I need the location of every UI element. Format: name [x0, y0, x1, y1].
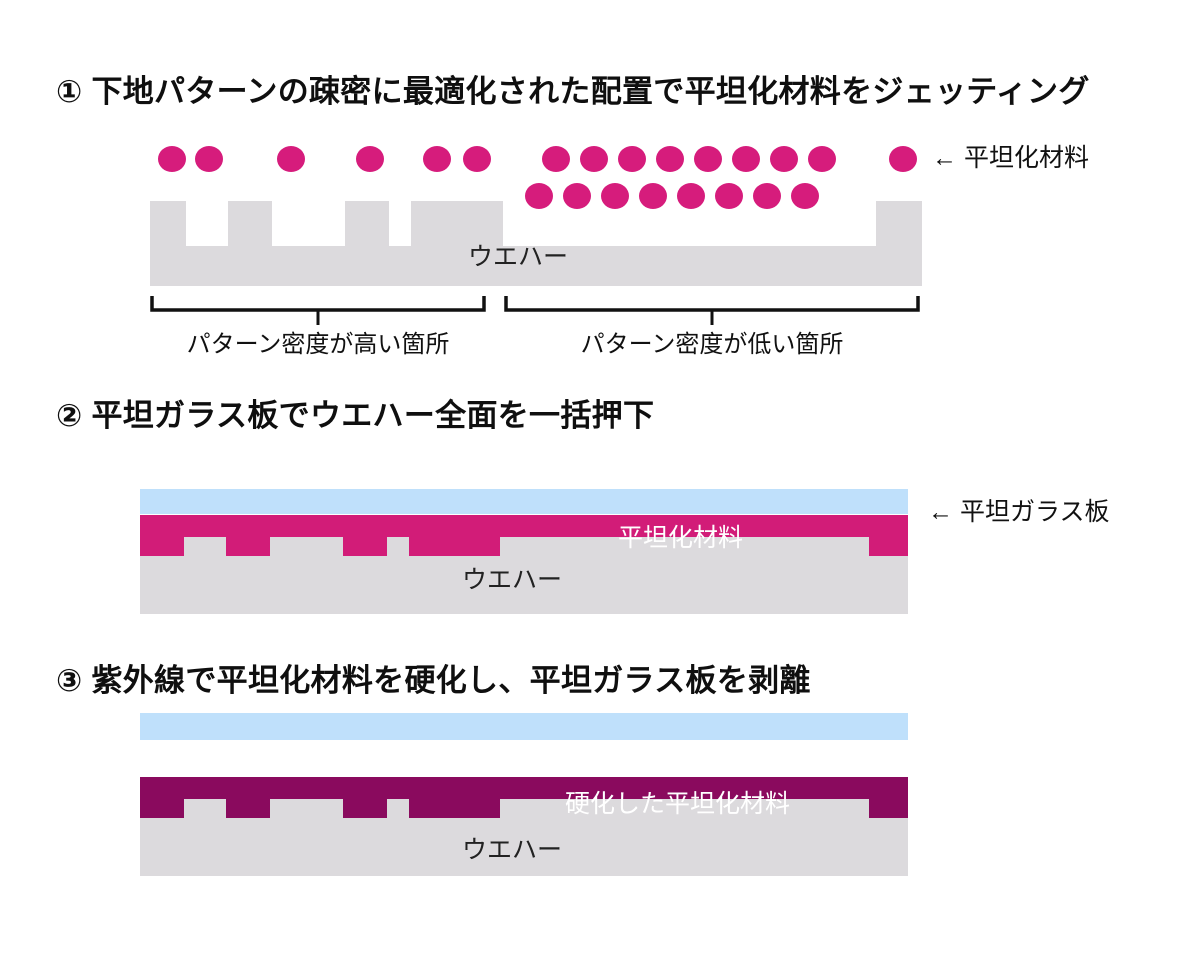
- step-3-heading: ③ 紫外線で平坦化材料を硬化し、平坦ガラス板を剥離: [56, 663, 811, 698]
- step2-wafer-label: ウエハー: [462, 566, 563, 594]
- bracket-right-low-density: [504, 296, 920, 312]
- droplet: [715, 183, 743, 209]
- step1-droplets-dense-row2: [525, 183, 819, 209]
- droplet: [525, 183, 553, 209]
- droplet: [677, 183, 705, 209]
- droplet: [563, 183, 591, 209]
- droplet: [791, 183, 819, 209]
- step1-wafer-label: ウエハー: [468, 243, 569, 271]
- step1-droplets-dense-row1: [542, 146, 836, 172]
- droplet: [618, 146, 646, 172]
- droplet: [195, 146, 223, 172]
- step3-cured-resin-layer: [140, 777, 908, 818]
- droplet: [158, 146, 186, 172]
- droplet: [753, 183, 781, 209]
- step1-material-arrow-label: ← 平坦化材料: [932, 144, 1089, 172]
- droplet: [808, 146, 836, 172]
- droplet: [423, 146, 451, 172]
- step-1-heading: ① 下地パターンの疎密に最適化された配置で平坦化材料をジェッティング: [56, 74, 1090, 109]
- step2-resin-label: 平坦化材料: [618, 524, 744, 552]
- droplet: [580, 146, 608, 172]
- droplet: [277, 146, 305, 172]
- droplet: [732, 146, 760, 172]
- bracket-label-high-density: パターン密度が高い箇所: [186, 331, 450, 358]
- step3-cured-resin-label: 硬化した平坦化材料: [565, 790, 791, 818]
- bracket-left-high-density: [150, 296, 486, 312]
- step1-droplets-sparse: [158, 146, 491, 172]
- droplet: [542, 146, 570, 172]
- droplet: [463, 146, 491, 172]
- droplet: [639, 183, 667, 209]
- step3-wafer-label: ウエハー: [462, 836, 563, 864]
- bracket-label-low-density: パターン密度が低い箇所: [580, 331, 844, 358]
- step2-glass-arrow-label: ← 平坦ガラス板: [928, 498, 1110, 526]
- step3-glass-plate-detached: [140, 713, 908, 740]
- droplet: [356, 146, 384, 172]
- droplet: [694, 146, 722, 172]
- droplet: [601, 183, 629, 209]
- droplet: [656, 146, 684, 172]
- legend-droplet: [889, 146, 917, 172]
- step2-resin-layer: [140, 515, 908, 556]
- step-2-heading: ② 平坦ガラス板でウエハー全面を一括押下: [56, 398, 655, 433]
- droplet: [770, 146, 798, 172]
- step2-glass-plate: [140, 489, 908, 514]
